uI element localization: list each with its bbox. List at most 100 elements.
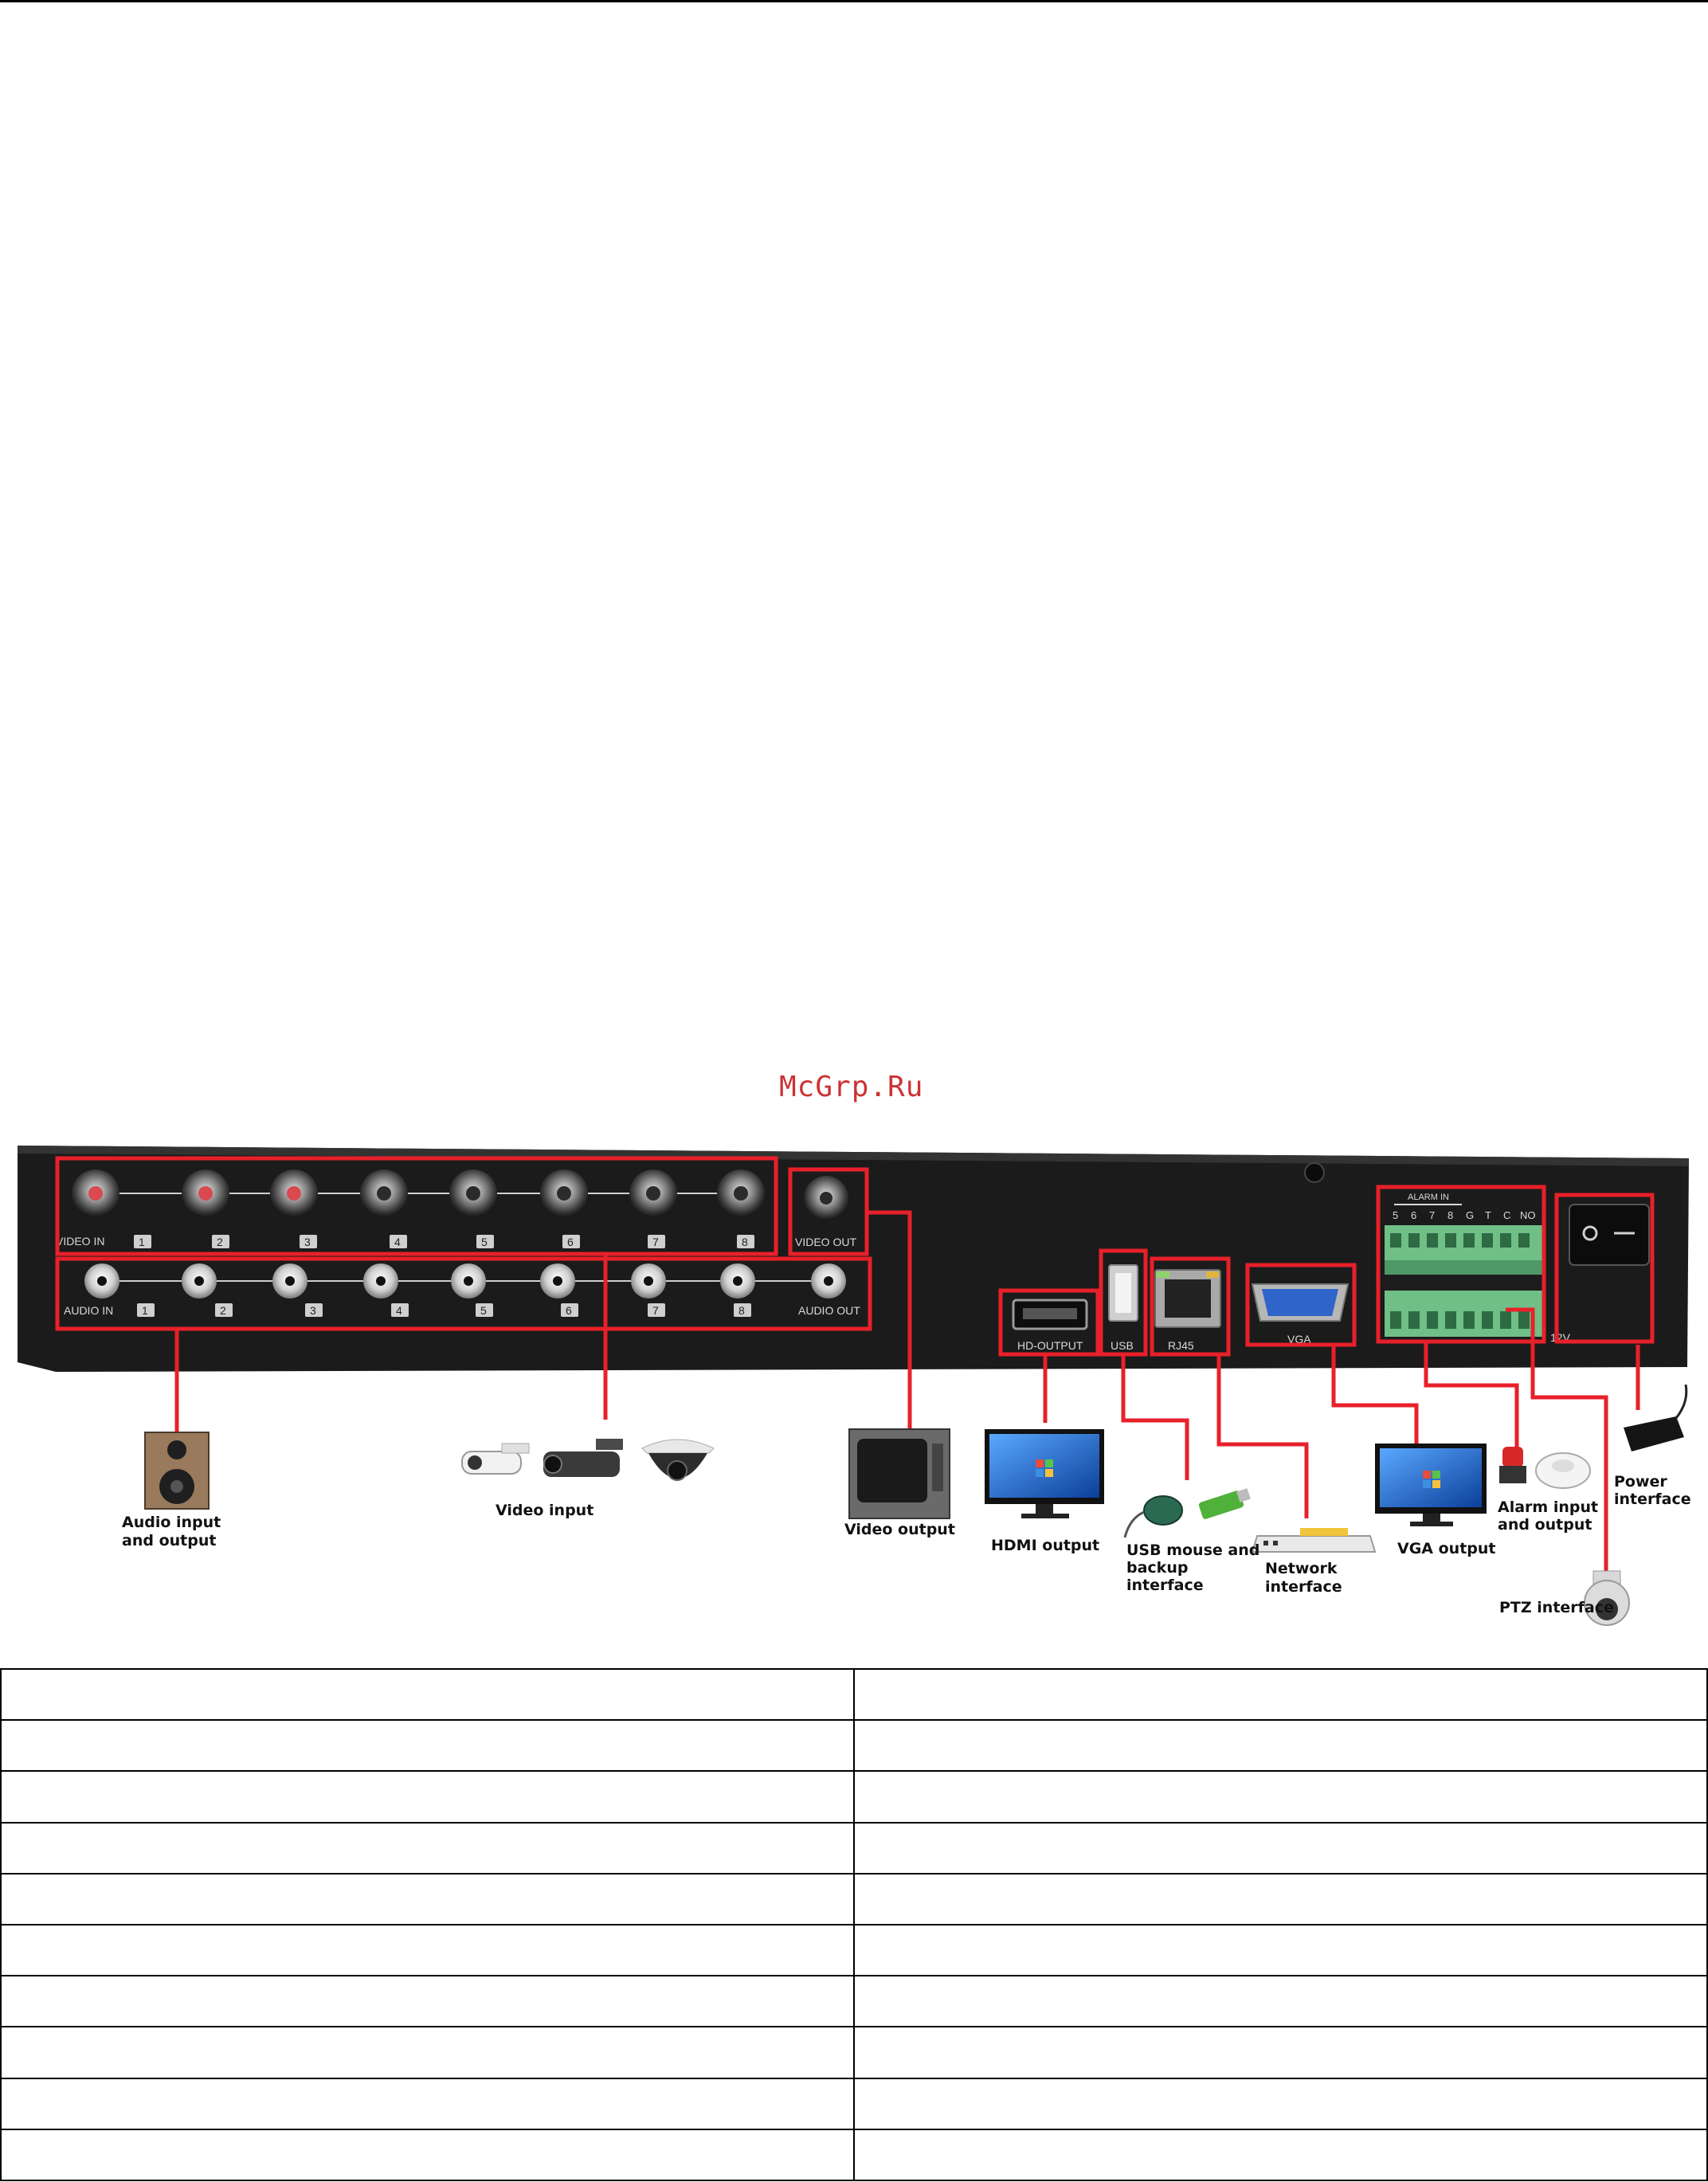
hdmi-monitor-icon [985,1429,1104,1518]
rj45-port [1154,1269,1221,1328]
audio-in-number-6: 6 [561,1303,578,1317]
usb-port [1108,1264,1138,1322]
bnc-connector-4 [360,1169,408,1217]
table-cell [0,2077,855,2130]
video-out-label: VIDEO OUT [795,1236,856,1248]
svg-text:1: 1 [139,1236,145,1248]
video-in-number-5: 5 [476,1235,494,1248]
video-in-label: VIDEO IN [56,1235,104,1248]
svg-text:8: 8 [742,1236,748,1248]
audio-in-number-8: 8 [734,1303,751,1317]
caption-ptz: PTZ interface [1499,1599,1614,1616]
bnc-connector-3 [270,1169,318,1217]
highlight-audio [55,1256,872,1331]
table-cell [0,2128,855,2182]
caption-video-input: Video input [496,1502,593,1519]
panel-top-edge [18,1146,1689,1166]
svg-text:2: 2 [220,1304,226,1317]
video-in-number-8: 8 [737,1235,754,1248]
rca-connector-3 [272,1263,308,1299]
svg-text:6: 6 [567,1236,574,1248]
bnc-connector-7 [629,1169,677,1217]
svg-text:G: G [1466,1209,1474,1221]
leader-video-output [867,1210,912,1429]
rj45-label: RJ45 [1168,1339,1194,1352]
svg-text:5: 5 [480,1304,487,1317]
caption-usb-line1: USB mouse and [1126,1542,1259,1559]
audio-in-label: AUDIO IN [64,1304,113,1317]
audio-in-connectors [84,1263,846,1299]
caption-vga-output: VGA output [1397,1540,1496,1557]
rca-connector-out [811,1263,846,1299]
table-cell [0,1821,855,1874]
empty-table [0,1667,1708,2182]
svg-text:6: 6 [1411,1209,1416,1221]
svg-text:4: 4 [394,1236,401,1248]
usb-flash-drive-icon [1198,1488,1251,1519]
table-cell [853,1821,1708,1874]
caption-hdmi-output: HDMI output [991,1537,1099,1554]
rca-connector-8 [720,1263,755,1299]
leader-alarm [1424,1342,1519,1447]
rca-connector-2 [182,1263,217,1299]
bnc-connector-8 [717,1169,765,1217]
highlight-vga [1245,1263,1357,1347]
table-cell [0,1975,855,2028]
table-cell [853,1872,1708,1925]
audio-in-number-4: 4 [391,1303,409,1317]
leader-vga [1331,1346,1419,1444]
ptz-camera-icon [1584,1570,1630,1626]
table-row [0,1770,1708,1824]
table-row [0,2128,1708,2182]
usb-label: USB [1111,1339,1134,1352]
leader-usb [1121,1356,1189,1480]
speaker-icon [144,1432,210,1510]
vga-monitor-icon [1375,1444,1487,1526]
table-cell [0,1667,855,1722]
table-cell [0,1872,855,1925]
vga-port [1251,1283,1350,1322]
svg-text:NO: NO [1520,1209,1536,1221]
caption-usb-line2: backup [1126,1559,1188,1577]
table-cell [853,1975,1708,2028]
svg-text:2: 2 [217,1236,223,1248]
table-cell [853,2077,1708,2130]
table-row [0,1975,1708,2028]
table-row [0,2026,1708,2079]
hd-output-label: HD-OUTPUT [1017,1339,1083,1352]
audio-in-number-7: 7 [648,1303,665,1317]
table-cell [853,2026,1708,2079]
table-cell [853,1719,1708,1773]
watermark: McGrp.Ru [779,1071,924,1103]
highlight-alarm [1376,1185,1546,1344]
video-in-number-2: 2 [212,1235,229,1248]
caption-audio-line2: and output [122,1532,216,1549]
rca-connector-5 [451,1263,486,1299]
audio-in-number-1: 1 [137,1303,155,1317]
caption-usb-line3: interface [1126,1577,1204,1594]
highlight-hdmi [998,1288,1100,1357]
svg-text:7: 7 [652,1236,659,1248]
video-in-number-4: 4 [390,1235,407,1248]
dome-camera-icon [641,1439,715,1481]
svg-text:1: 1 [142,1304,148,1317]
svg-text:5: 5 [481,1236,488,1248]
table-row [0,1719,1708,1773]
top-rule [0,0,1708,2]
bnc-connector-2 [182,1169,229,1217]
caption-network-line2: interface [1265,1578,1342,1596]
caption-alarm-line1: Alarm input [1498,1498,1598,1516]
alarm-terminal-labels: 5 6 7 8 G T C NO [1393,1209,1536,1221]
table-cell [853,1667,1708,1722]
highlight-power [1554,1193,1655,1344]
video-out-connector [804,1176,848,1220]
table-cell [0,2026,855,2079]
audio-in-number-5: 5 [476,1303,493,1317]
table-cell [0,1770,855,1824]
bnc-connector-6 [540,1169,588,1217]
alarm-in-label: ALARM IN [1408,1193,1449,1202]
table-cell [853,1770,1708,1824]
video-in-number-3: 3 [300,1235,317,1248]
bnc-connector-5 [449,1169,497,1217]
video-in-number-6: 6 [562,1235,580,1248]
